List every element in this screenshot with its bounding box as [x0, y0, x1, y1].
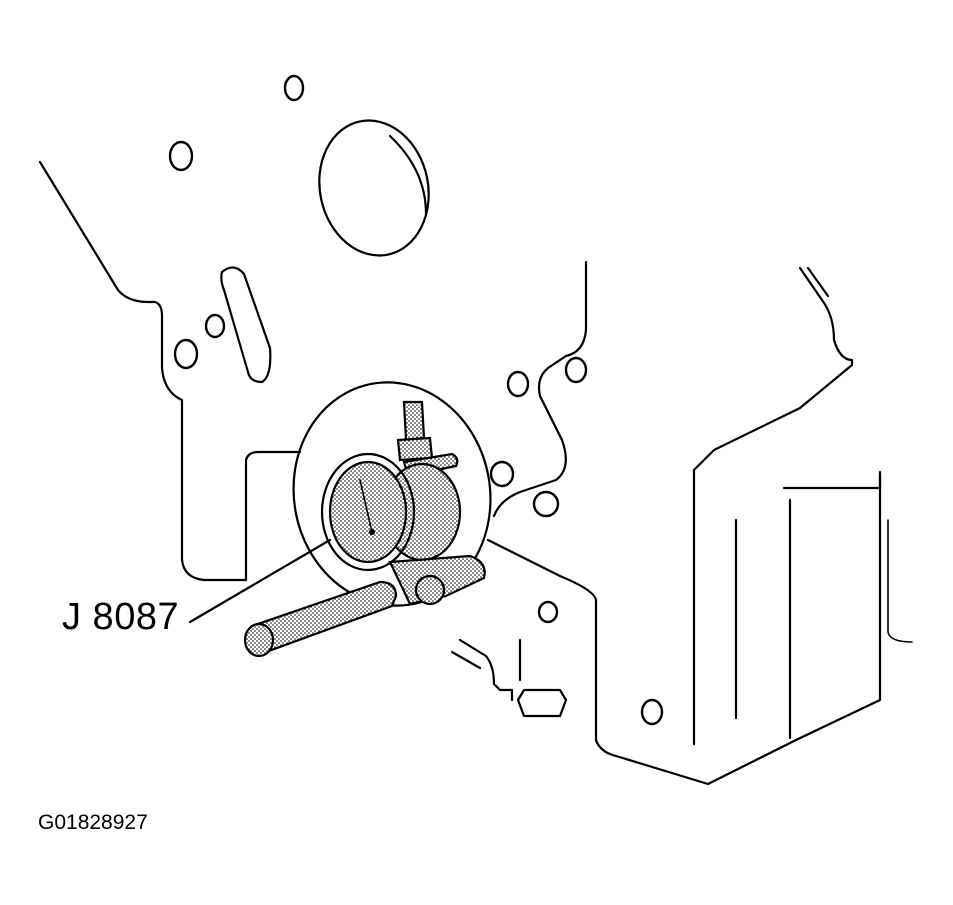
dial-indicator-tool [243, 381, 492, 658]
slotted-boss [220, 266, 272, 384]
tool-callout-label: J 8087 [62, 596, 180, 638]
callout-leader-line [188, 538, 332, 624]
figure-id-label: G01828927 [38, 811, 148, 834]
bolt-holes [168, 74, 664, 726]
block-outline [38, 160, 913, 786]
cam-bore-plug [318, 119, 430, 257]
